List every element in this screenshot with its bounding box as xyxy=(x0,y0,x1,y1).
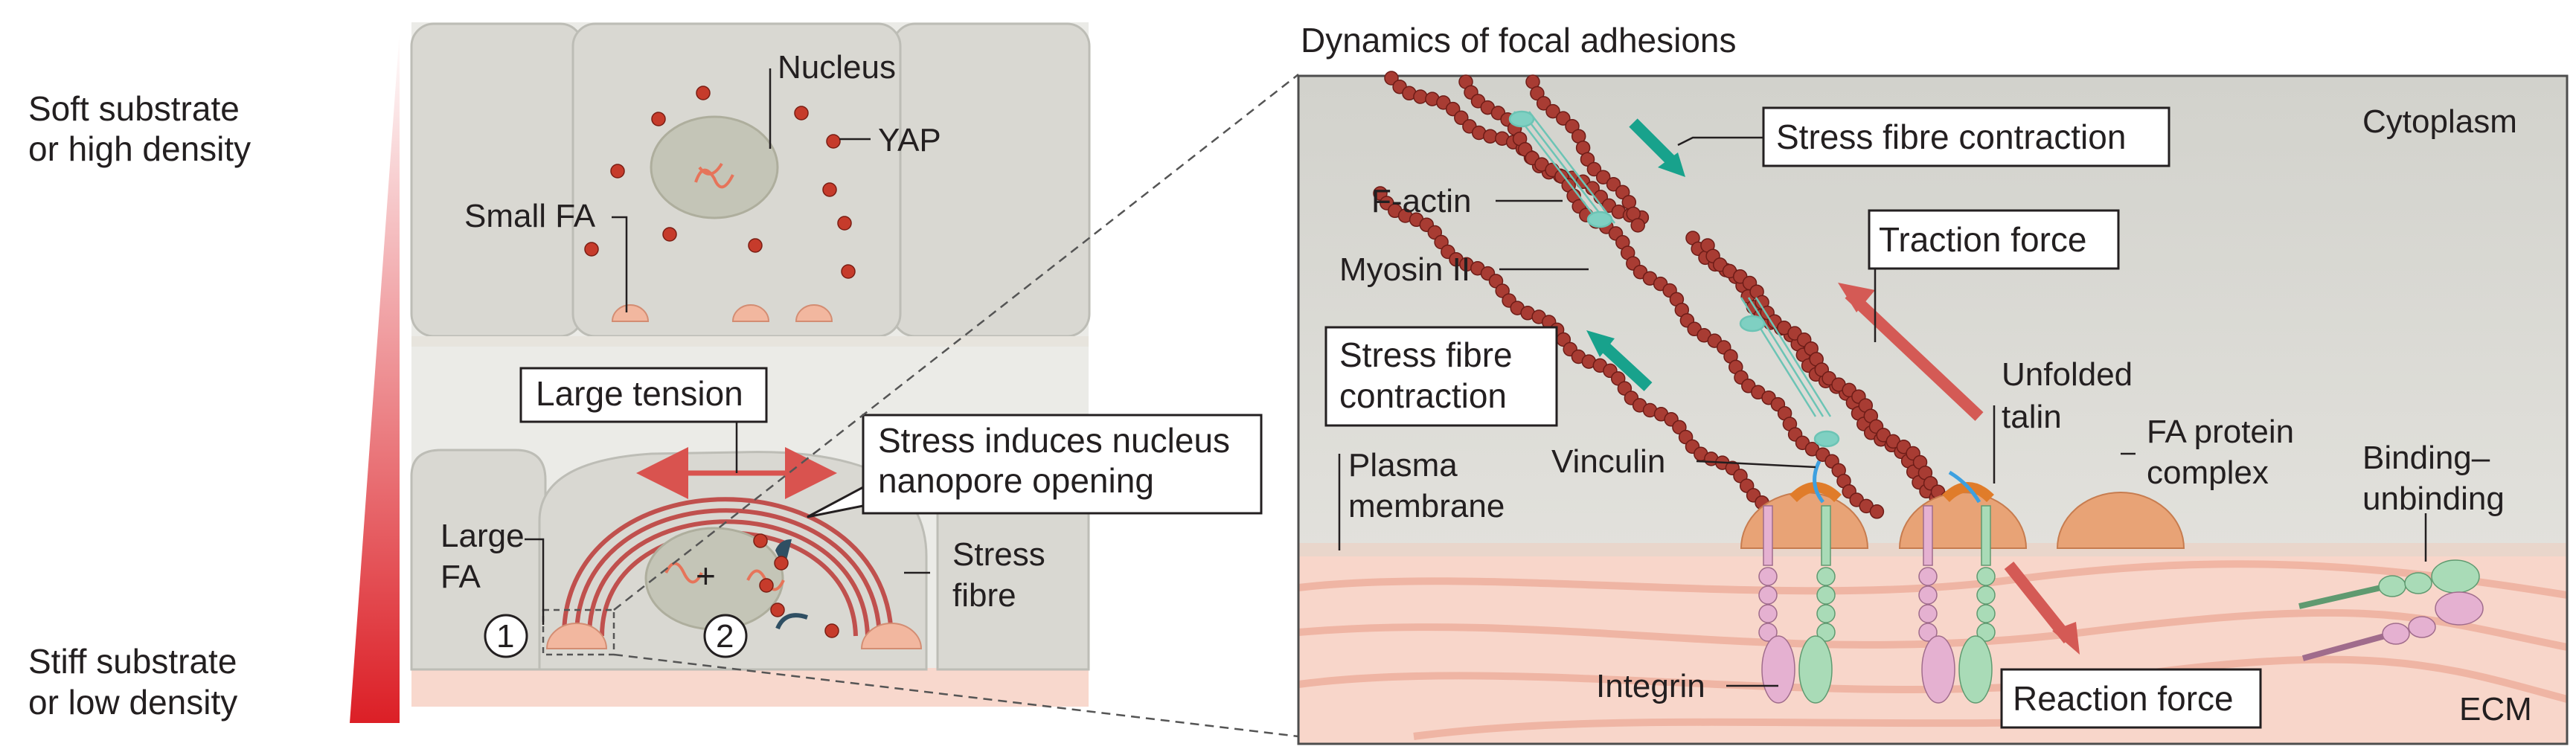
contraction-arrow-left xyxy=(1595,338,1653,391)
f-actin-label: F-actin xyxy=(1371,183,1471,219)
yap-dots-top xyxy=(584,86,856,279)
svg-text:Large tension: Large tension xyxy=(536,374,743,413)
svg-text:Stress induces nucleus: Stress induces nucleus xyxy=(878,421,1230,460)
svg-text:or high density: or high density xyxy=(28,129,251,168)
yap-label: YAP xyxy=(878,122,941,158)
zoom-line-top xyxy=(613,74,1299,611)
plasma-membrane-label: Plasma membrane xyxy=(1348,447,1505,524)
svg-text:2: 2 xyxy=(716,618,734,655)
svg-text:Plasma: Plasma xyxy=(1348,447,1458,483)
actin-bead xyxy=(1869,504,1885,519)
svg-text:Stiff substrate: Stiff substrate xyxy=(28,642,237,681)
svg-text:Binding–: Binding– xyxy=(2362,440,2490,476)
svg-text:Stress fibre contraction: Stress fibre contraction xyxy=(1776,118,2126,156)
right-leader-lines xyxy=(1338,136,2427,687)
reaction-force-box: Reaction force xyxy=(2000,668,2262,729)
svg-text:membrane: membrane xyxy=(1348,488,1505,524)
svg-text:complex: complex xyxy=(2147,454,2269,491)
svg-text:or low density: or low density xyxy=(28,683,237,722)
small-fa-label: Small FA xyxy=(464,198,596,234)
svg-text:Stress fibre: Stress fibre xyxy=(1339,335,1513,374)
actin-bead xyxy=(1595,170,1611,184)
actin-bead xyxy=(1530,86,1545,101)
marker-1: 1 xyxy=(484,614,528,658)
force-arrows xyxy=(1586,118,2080,655)
myosin-bundles xyxy=(1508,110,1840,448)
integrin-label: Integrin xyxy=(1596,668,1705,704)
plus-sign: + xyxy=(696,556,716,595)
svg-text:Unfolded: Unfolded xyxy=(2002,356,2133,393)
gradient-wedge xyxy=(350,31,400,723)
actin-bead xyxy=(1630,218,1645,233)
actin-bead xyxy=(1445,101,1461,117)
traction-arrow xyxy=(1845,289,1984,421)
actin-bead xyxy=(1586,161,1602,177)
right-panel-title: Dynamics of focal adhesions xyxy=(1301,21,1737,60)
svg-text:FA protein: FA protein xyxy=(2147,414,2294,450)
large-tension-box: Large tension xyxy=(519,367,768,423)
actin-bead xyxy=(1536,96,1551,111)
cytoplasm-label: Cytoplasm xyxy=(2362,103,2517,140)
stress-fibre-contraction-box-left: Stress fibre contraction xyxy=(1324,326,1558,427)
marker-2: 2 xyxy=(703,614,748,658)
actin-bead xyxy=(1483,129,1498,144)
small-fa-3 xyxy=(795,304,833,322)
soft-substrate-label: Soft substrate or high density xyxy=(28,89,251,168)
vinculin-label: Vinculin xyxy=(1551,443,1665,480)
actin-bead xyxy=(1413,89,1428,104)
svg-text:Traction force: Traction force xyxy=(1879,220,2087,259)
myosin-label: Myosin II xyxy=(1339,251,1470,288)
actin-bead xyxy=(1580,152,1595,167)
actin-bead xyxy=(1545,103,1560,119)
large-fa-2 xyxy=(860,623,923,649)
nanopore-callout-box: Stress induces nucleus nanopore opening xyxy=(807,414,1263,518)
svg-text:unbinding: unbinding xyxy=(2362,481,2505,517)
large-fa-label: Large FA xyxy=(440,518,525,595)
svg-text:FA: FA xyxy=(440,559,481,595)
svg-text:talin: talin xyxy=(2002,399,2062,435)
actin-bead xyxy=(1606,176,1621,192)
svg-text:contraction: contraction xyxy=(1339,376,1507,415)
traction-force-box: Traction force xyxy=(1868,209,2120,270)
svg-text:fibre: fibre xyxy=(952,577,1016,614)
unfolded-talin-label: Unfolded talin xyxy=(2002,356,2133,435)
svg-text:Stress: Stress xyxy=(952,536,1045,573)
nucleus-top xyxy=(650,115,779,219)
svg-text:Soft substrate: Soft substrate xyxy=(28,89,240,128)
svg-text:nanopore opening: nanopore opening xyxy=(878,461,1154,500)
ecm-label: ECM xyxy=(2459,691,2532,727)
large-fa-1 xyxy=(545,623,608,649)
actin-bead xyxy=(1384,71,1399,86)
stress-fibre-contraction-box-top: Stress fibre contraction xyxy=(1762,106,2170,167)
svg-text:1: 1 xyxy=(496,618,514,655)
actin-bead xyxy=(1556,111,1571,126)
svg-text:Large: Large xyxy=(440,518,525,554)
nucleus-label: Nucleus xyxy=(778,49,896,86)
stiff-substrate-label: Stiff substrate or low density xyxy=(28,642,237,722)
fa-protein-complex-label: FA protein complex xyxy=(2147,414,2294,491)
small-fa-2 xyxy=(731,304,770,322)
svg-text:Reaction force: Reaction force xyxy=(2013,679,2234,718)
binding-unbinding-label: Binding– unbinding xyxy=(2362,440,2505,517)
contraction-arrow-top xyxy=(1629,118,1679,168)
integrins xyxy=(1758,505,2484,704)
zoom-line-bottom xyxy=(613,653,1299,738)
reaction-arrow xyxy=(2004,562,2074,643)
small-fa-1 xyxy=(611,304,650,322)
stress-fibre-label: Stress fibre xyxy=(952,536,1045,614)
